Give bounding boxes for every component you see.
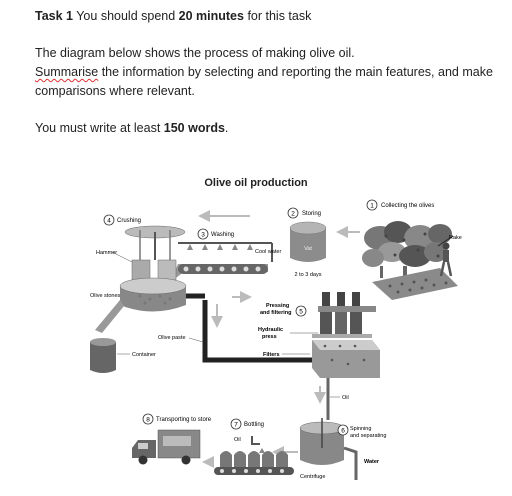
oil-label-2: Oil [234,437,241,443]
task-word-count: You must write at least 150 words. [35,121,229,135]
spellcheck-word[interactable]: Summarise [35,65,99,79]
centrifuge [299,418,358,480]
task-instruction-line2: Summarise the information by selecting a… [35,65,493,79]
step-5-label-line2: and filtering [260,310,291,316]
centrifuge-label: Centrifuge [300,474,325,480]
step-2-label: Storing [302,211,321,217]
step-6-label-line1: Spinning [350,426,371,432]
task-instruction-line1: The diagram below shows the process of m… [35,46,355,60]
step-1-label: Collecting the olives [381,203,434,209]
step-8-label: Transporting to store [156,417,212,423]
bottling-line [214,436,294,475]
diagram-title: Olive oil production [204,177,308,189]
water-label: Water [364,459,380,465]
cool-water-label: Cool water [255,249,281,255]
stones-chute [95,300,124,333]
olive-trees-illustration [362,221,458,300]
step-5-circle [295,305,307,317]
vat-illustration: Vat [289,221,327,262]
rake-label: Rake [449,235,462,241]
delivery-truck [132,429,201,465]
step-3-label: Washing [211,232,234,238]
step-4-number: 4 [107,218,111,225]
olive-paste-pipe [202,300,312,363]
step-8-circle [142,413,154,425]
olive-stones-label: Olive stones [90,293,121,299]
step-1-number: 1 [370,203,374,210]
step-2-circle [287,207,299,219]
step-1-circle [366,199,378,211]
task-instruction-line3: comparisons where relevant. [35,84,195,98]
crusher-machine [119,225,187,312]
step-7-circle [230,418,242,430]
step-4-label: Crushing [117,218,141,224]
step-7-number: 7 [234,422,238,429]
step-7-label: Bottling [244,422,264,428]
filters-label: Filters [263,352,280,358]
stones-container [90,338,116,373]
conveyor-belt [170,264,268,282]
vat-label: Vat [304,246,312,252]
hammer-label: Hammer [96,250,117,256]
container-label: Container [132,352,156,358]
olive-paste-label: Olive paste [158,335,186,341]
hydraulic-press-label: Hydraulic [258,327,283,333]
storage-duration-label: 2 to 3 days [295,272,322,278]
hammer-leader [111,251,133,263]
svg-text:press: press [262,334,277,340]
step-8-number: 8 [146,417,150,424]
step-3-circle [197,228,209,240]
washing-sprayer [178,242,273,262]
oil-label-1: Oil [342,395,349,401]
step-5-number: 5 [299,309,303,316]
task-heading: Task 1 You should spend 20 minutes for t… [35,9,312,23]
step-3-number: 3 [201,232,205,239]
step-5-label-line1: Pressing [266,303,289,309]
step-6-circle [337,424,349,436]
step-2-number: 2 [291,211,295,218]
step-6-label-line2: and separating [350,433,386,439]
step-4-circle [103,214,115,226]
hydraulic-press [312,292,380,378]
step-6-number: 6 [341,428,345,435]
